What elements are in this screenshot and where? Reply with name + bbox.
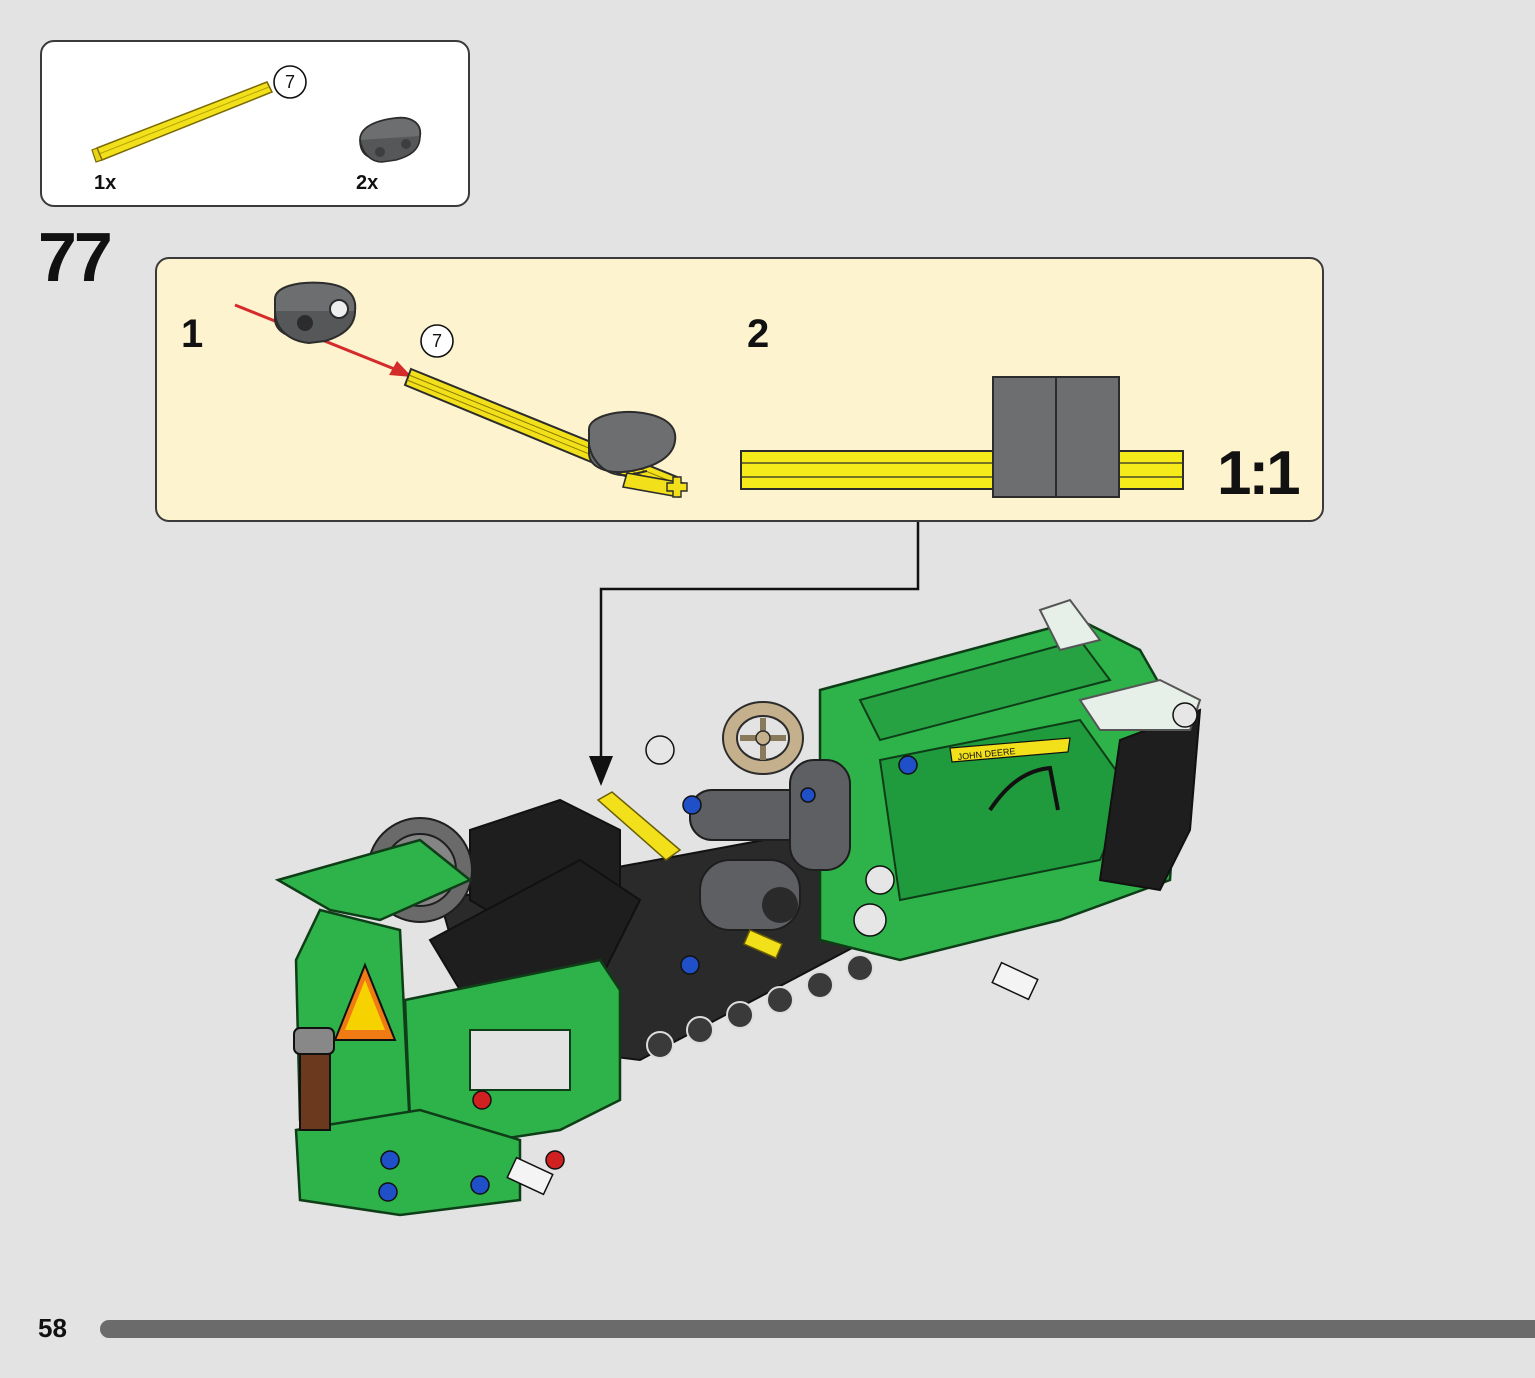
substep-1-callout-number: 7 bbox=[432, 331, 442, 351]
liftarm-on-axle-image bbox=[588, 411, 688, 498]
liftarm-floating-image bbox=[274, 281, 357, 345]
axle-callout: 7 bbox=[273, 65, 307, 99]
substep-2-number: 2 bbox=[747, 312, 770, 356]
model-axle-highlight bbox=[596, 791, 783, 959]
substep-1-illustration bbox=[234, 281, 688, 498]
page-progress-bar bbox=[100, 1320, 1535, 1338]
subassembly-panel: 1 2 7 bbox=[155, 257, 1324, 522]
red-arrow-head-icon bbox=[389, 361, 412, 377]
warning-triangle-image bbox=[333, 962, 397, 1041]
axle-quantity: 1x bbox=[94, 172, 117, 194]
axle-7-part-image bbox=[91, 81, 274, 163]
liftarm-quantity: 2x bbox=[356, 172, 379, 194]
axle-callout-number: 7 bbox=[285, 72, 295, 92]
page-number: 58 bbox=[38, 1313, 67, 1343]
scale-view-illustration bbox=[740, 376, 1184, 498]
substep-1-number: 1 bbox=[181, 312, 204, 356]
substep-1-callout: 7 bbox=[420, 324, 454, 358]
parts-list-panel: 7 1x 2x bbox=[40, 40, 470, 207]
liftarm-part-image bbox=[359, 116, 422, 163]
scale-label: 1:1 bbox=[1217, 439, 1301, 508]
step-number: 77 bbox=[38, 218, 113, 296]
steering-wheel-image bbox=[722, 701, 804, 775]
